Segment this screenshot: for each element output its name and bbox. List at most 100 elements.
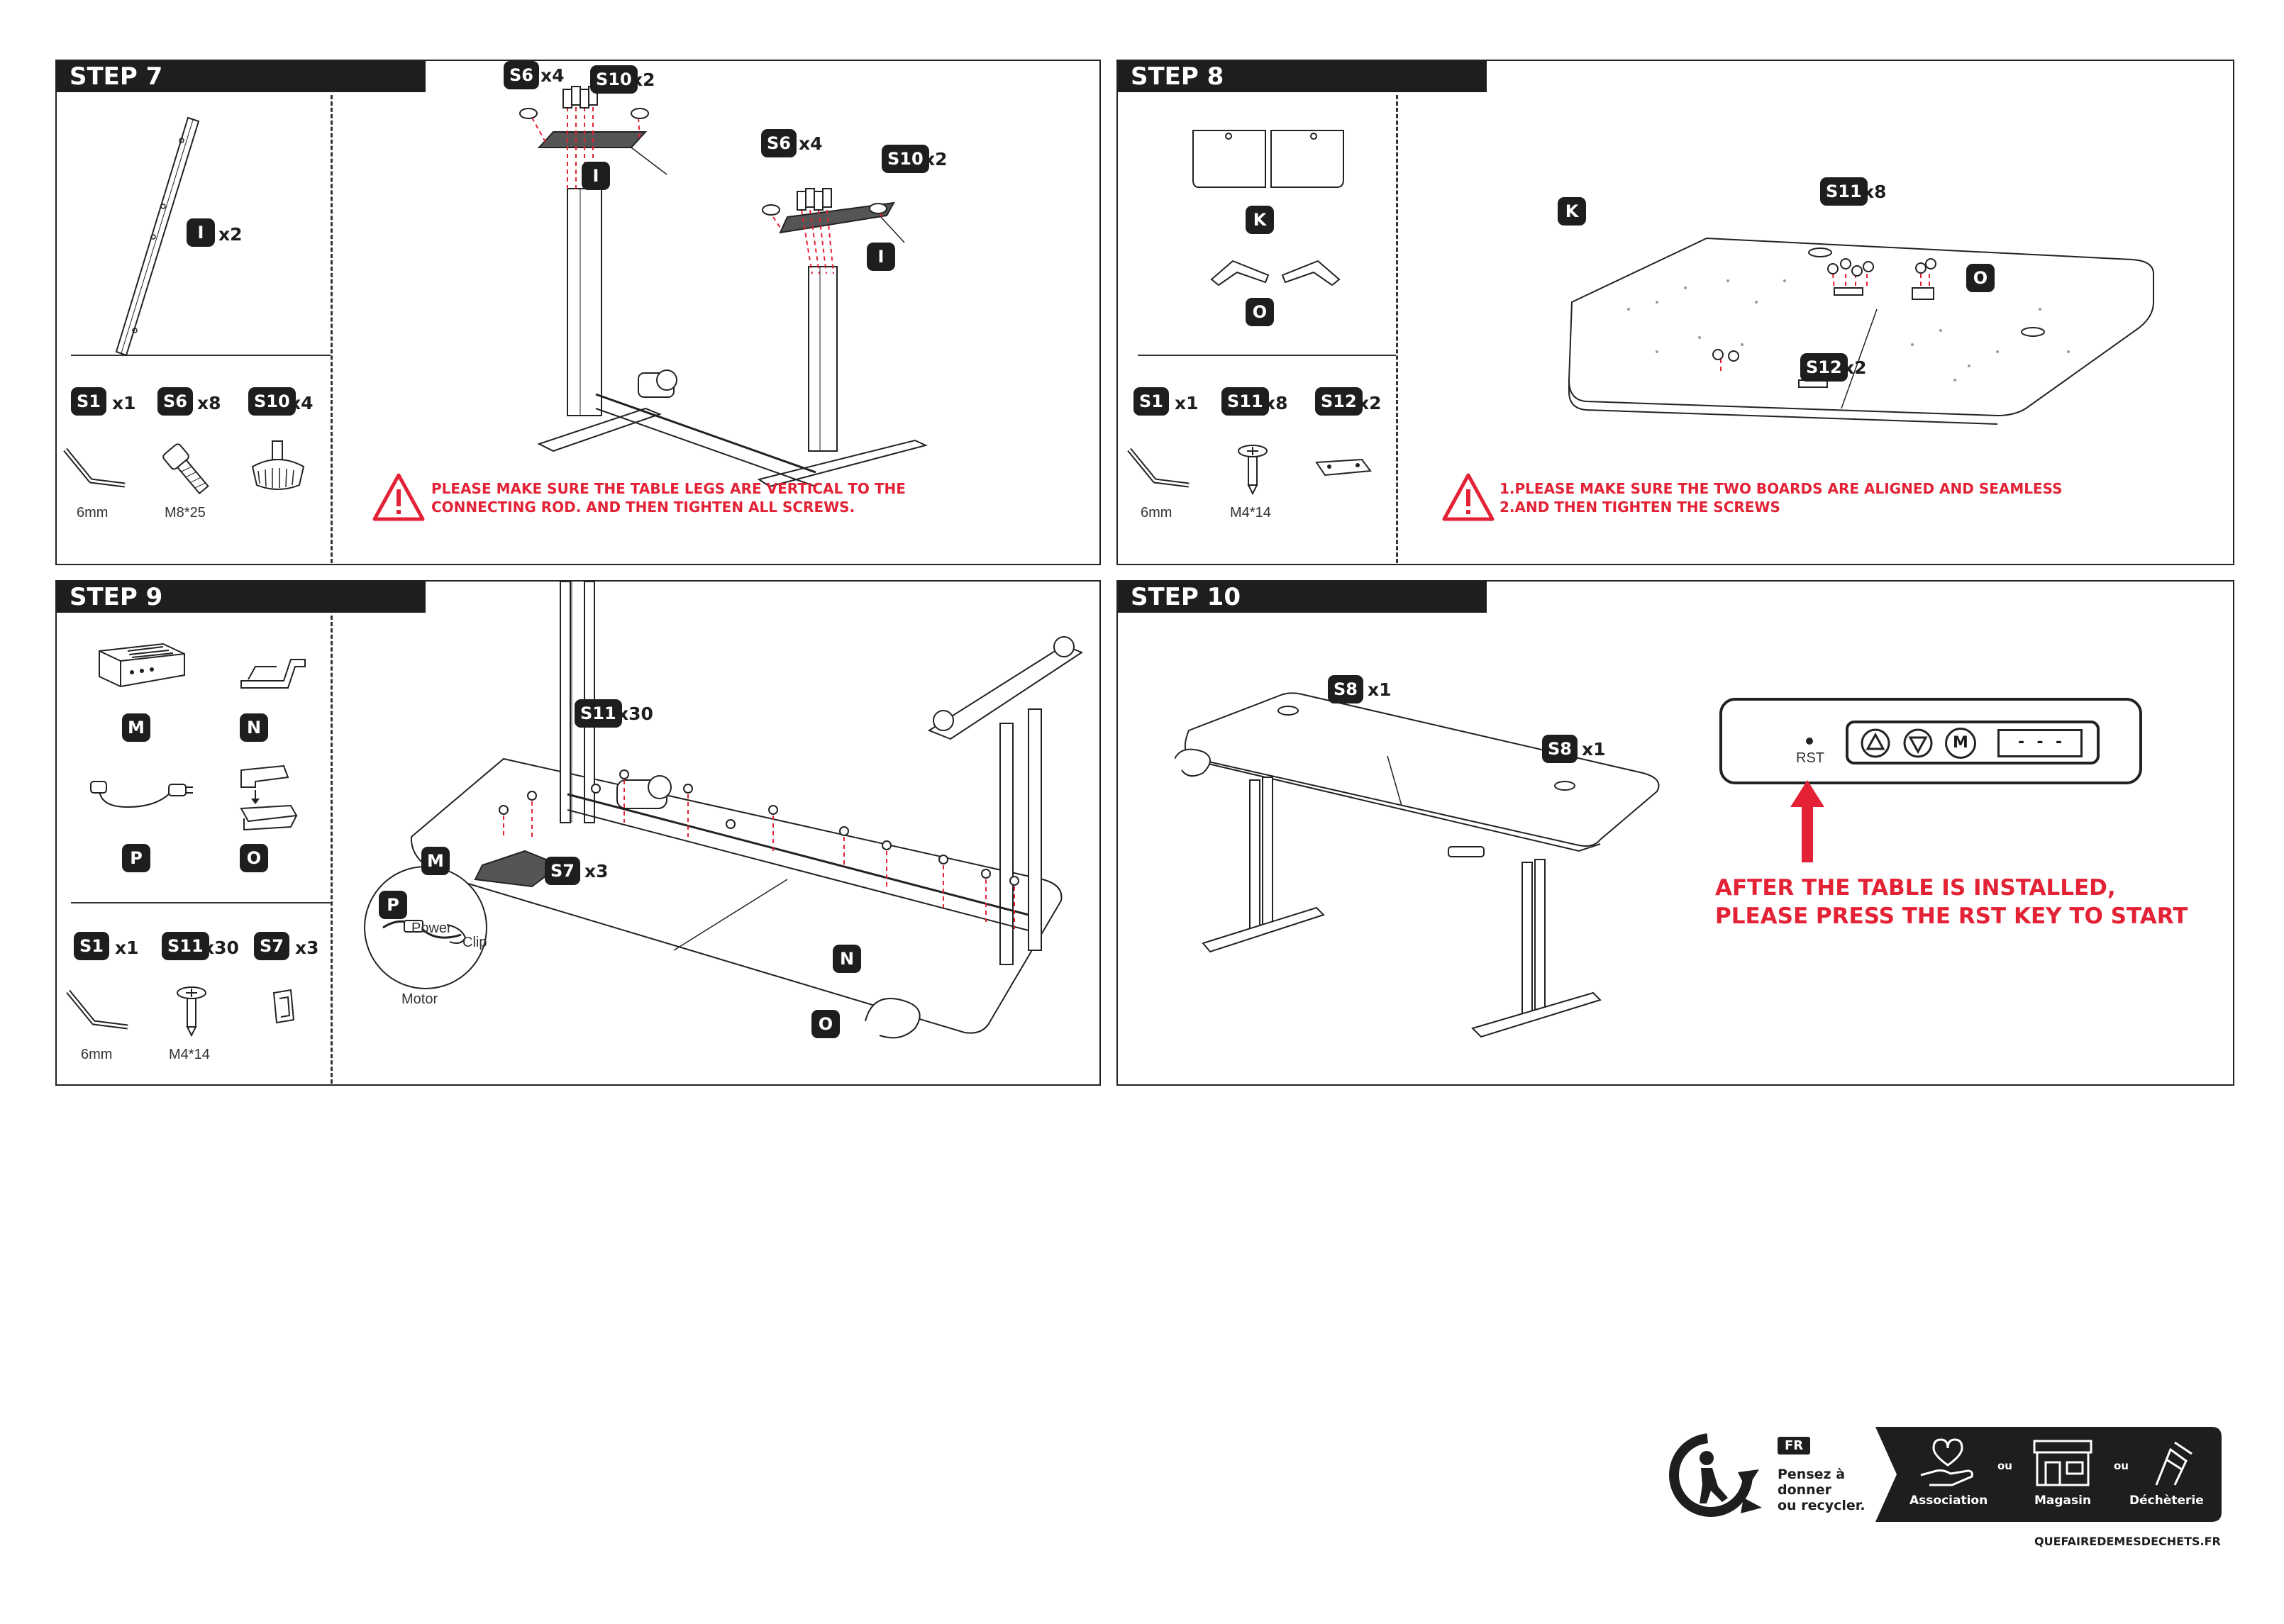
arrow-up-icon bbox=[1790, 780, 1824, 862]
part-qty: x8 bbox=[197, 393, 221, 413]
part-note: M4*14 bbox=[1230, 505, 1271, 521]
part-qty: x30 bbox=[203, 938, 239, 958]
display-text: - - - bbox=[2016, 733, 2064, 751]
callout-tag: S10 bbox=[590, 65, 638, 94]
part-tag: P bbox=[122, 844, 150, 872]
cable-clip-icon bbox=[272, 989, 295, 1024]
control-box-icon bbox=[99, 643, 185, 688]
part-qty: x2 bbox=[218, 224, 243, 245]
button-group bbox=[1846, 721, 2100, 764]
callout-tag: S6 bbox=[761, 129, 797, 157]
recycle-url[interactable]: QUEFAIREDEMESDECHETS.FR bbox=[2034, 1535, 2221, 1548]
dump-icon bbox=[2155, 1441, 2192, 1486]
assembled-desk-illustration bbox=[1175, 692, 1660, 1038]
heart-hand-icon bbox=[1920, 1438, 1973, 1486]
step-7-title: STEP 7 bbox=[57, 61, 426, 92]
part-tag: O bbox=[1246, 298, 1274, 326]
part-tag: O bbox=[240, 844, 268, 872]
part-note: M8*25 bbox=[165, 505, 206, 521]
callout-qty: x1 bbox=[1368, 679, 1392, 700]
callout-tag: S7 bbox=[545, 857, 580, 885]
callout-tag: S11 bbox=[1820, 177, 1868, 206]
callout-qty: x1 bbox=[1582, 739, 1606, 760]
rod-part-illustration bbox=[115, 116, 200, 357]
leg-frame-illustration bbox=[519, 86, 928, 488]
recycle-text-line: donner bbox=[1778, 1482, 1831, 1498]
callout-qty: x2 bbox=[631, 69, 655, 90]
part-qty: x2 bbox=[1358, 393, 1382, 413]
desk-boards-illustration bbox=[1192, 130, 1344, 188]
callout-tag: M bbox=[421, 847, 450, 875]
allen-key-icon bbox=[1127, 447, 1190, 488]
callout-qty: x2 bbox=[1843, 357, 1867, 378]
clip-label: Clip bbox=[462, 935, 487, 950]
divider bbox=[1396, 95, 1398, 563]
part-tag: S6 bbox=[157, 387, 193, 416]
callout-qty: x4 bbox=[540, 65, 565, 86]
part-qty: x1 bbox=[112, 393, 136, 413]
part-qty: x4 bbox=[289, 393, 314, 413]
warning-icon bbox=[1442, 473, 1495, 521]
allen-key-icon bbox=[66, 989, 128, 1030]
part-qty: x3 bbox=[295, 938, 319, 958]
part-qty: x8 bbox=[1264, 393, 1288, 413]
part-tag: S7 bbox=[254, 932, 289, 960]
rst-label[interactable]: RST bbox=[1796, 750, 1824, 766]
warning-text-line: 1.PLEASE MAKE SURE THE TWO BOARDS ARE AL… bbox=[1499, 480, 2063, 497]
callout-tag: S11 bbox=[575, 699, 622, 728]
rst-dot bbox=[1806, 738, 1813, 745]
instruction-line: AFTER THE TABLE IS INSTALLED, bbox=[1715, 875, 2116, 901]
part-note: 6mm bbox=[77, 505, 109, 521]
option-separator: ou bbox=[1997, 1459, 2012, 1472]
part-tag: S1 bbox=[74, 932, 109, 960]
up-button-icon[interactable] bbox=[1860, 728, 1891, 759]
part-tag: S1 bbox=[71, 387, 106, 416]
memory-button[interactable]: M bbox=[1945, 728, 1976, 759]
part-tag: M bbox=[122, 713, 150, 742]
underside-assembly-illustration bbox=[410, 582, 1084, 1039]
option-association: Association bbox=[1909, 1494, 1988, 1508]
callout-tag: S12 bbox=[1800, 353, 1848, 382]
part-tag: I bbox=[187, 218, 215, 247]
part-note: 6mm bbox=[1141, 505, 1173, 521]
callout-tag: O bbox=[1966, 264, 1995, 292]
power-label: Power bbox=[411, 921, 452, 936]
recycle-text-line: ou recycler. bbox=[1778, 1498, 1866, 1513]
screw-icon bbox=[177, 986, 206, 1038]
option-magasin: Magasin bbox=[2034, 1494, 2092, 1508]
warning-text-line: 2.AND THEN TIGHTEN THE SCREWS bbox=[1499, 499, 1780, 516]
step-10-panel: STEP 10 S8 x1 S8 x1 RST M - - - AFTER TH… bbox=[1116, 580, 2234, 1086]
callout-tag: S8 bbox=[1542, 735, 1578, 763]
warning-text-line: PLEASE MAKE SURE THE TABLE LEGS ARE VERT… bbox=[431, 480, 906, 497]
divider bbox=[331, 95, 333, 563]
down-button-icon[interactable] bbox=[1902, 728, 1934, 759]
step-7-panel: STEP 7 I x2 S1 x1 S6 x8 S10 x4 6mm M8*25 bbox=[55, 60, 1101, 565]
callout-qty: x3 bbox=[584, 861, 609, 881]
callout-qty: x30 bbox=[617, 703, 653, 724]
part-note: 6mm bbox=[81, 1047, 113, 1062]
step-9-panel: STEP 9 M N P O S1 x1 S11 x30 S7 x3 bbox=[55, 580, 1101, 1086]
divider bbox=[71, 355, 331, 356]
part-tag: S10 bbox=[248, 387, 296, 416]
part-note: M4*14 bbox=[169, 1047, 210, 1062]
motor-label: Motor bbox=[401, 991, 438, 1007]
option-decheterie: Déchèterie bbox=[2129, 1494, 2204, 1508]
part-tag: S11 bbox=[1221, 387, 1269, 416]
divider bbox=[1138, 355, 1396, 356]
step-9-title: STEP 9 bbox=[57, 582, 426, 613]
desktop-assembly-illustration bbox=[1568, 237, 2154, 425]
part-qty: x1 bbox=[115, 938, 139, 958]
control-panel bbox=[1719, 698, 2142, 784]
callout-tag: S6 bbox=[504, 61, 539, 89]
part-tag: S11 bbox=[162, 932, 209, 960]
warning-icon bbox=[372, 473, 425, 521]
instruction-line: PLEASE PRESS THE RST KEY TO START bbox=[1715, 903, 2188, 929]
display-screen: - - - bbox=[1997, 729, 2083, 757]
part-tag: S12 bbox=[1315, 387, 1363, 416]
clamp-bracket-icon bbox=[240, 659, 306, 689]
bracket-pair-icon bbox=[1210, 260, 1341, 287]
step-8-title: STEP 8 bbox=[1118, 61, 1487, 92]
option-separator: ou bbox=[2114, 1459, 2129, 1472]
callout-tag: S10 bbox=[882, 145, 929, 173]
callout-tag: O bbox=[811, 1010, 840, 1038]
